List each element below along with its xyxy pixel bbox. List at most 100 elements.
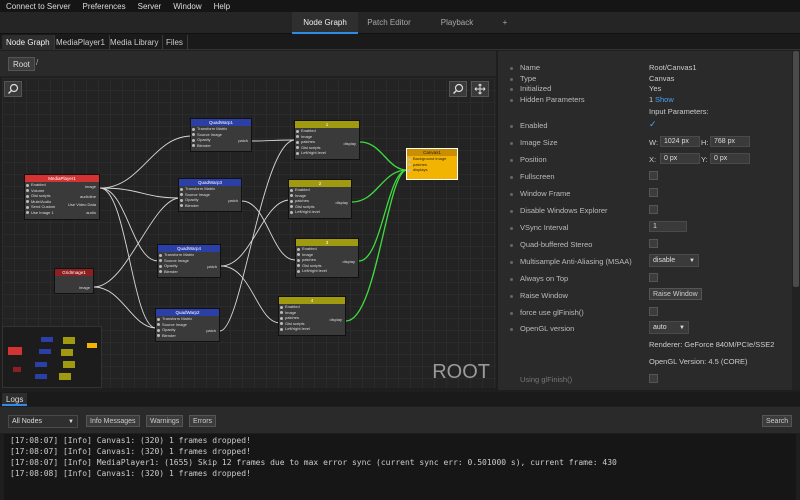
prop-using-glfinish-label: Using glFinish() [520, 375, 573, 384]
prop-dot [510, 193, 513, 196]
prop-msaa-value: disable [653, 257, 676, 264]
node-quadwarp1[interactable]: QuadWarp1 Transform Matrix Source Image … [190, 118, 252, 152]
zoom-out-icon[interactable] [4, 81, 22, 97]
node-output[interactable]: display [343, 141, 356, 146]
node-quadwarp2[interactable]: QuadWarp2 Transform Matrix Source Image … [155, 308, 220, 342]
tab-logs[interactable]: Logs [2, 393, 28, 406]
menu-connect[interactable]: Connect to Server [6, 2, 71, 11]
wire-d4-canvas [345, 169, 408, 322]
node-mediaplayer1[interactable]: MediaPlayer1 Enabled Volume Glsl scripts… [24, 174, 100, 220]
node-output[interactable]: audio [86, 210, 96, 215]
properties-panel: Name Root/Canvas1 Type Canvas Initialize… [498, 51, 800, 390]
errors-button[interactable]: Errors [189, 415, 217, 427]
node-display-1[interactable]: 1 Enabled Image patches Glsl scripts Lef… [294, 120, 360, 160]
prop-opengl-value: auto [653, 324, 667, 331]
subtab-media-library[interactable]: Media Library [106, 35, 164, 50]
breadcrumb-root[interactable]: Root [8, 57, 35, 71]
node-output[interactable]: display [335, 200, 348, 205]
prop-width-input[interactable]: 1024 px [660, 136, 700, 147]
raise-window-button[interactable]: Raise Window [649, 288, 702, 300]
logs-search-button[interactable]: Search [762, 415, 793, 427]
node-input: Source Image [156, 322, 219, 328]
prop-window-frame-checkbox[interactable] [649, 188, 658, 197]
logs-node-filter-select[interactable]: All Nodes ▼ [8, 415, 78, 428]
node-quadwarp4[interactable]: QuadWarp4 Transform Matrix Source Image … [157, 244, 221, 278]
node-gridimage1[interactable]: GridImage1 image [54, 268, 94, 294]
prop-x-input[interactable]: 0 px [660, 153, 700, 164]
tab-add[interactable]: + [502, 18, 508, 27]
log-line: [17:08:07] [Info] Canvas1: (320) 1 frame… [10, 447, 251, 456]
prop-vsync-input[interactable]: 1 [649, 221, 687, 232]
prop-fullscreen-label: Fullscreen [520, 172, 555, 181]
node-quadwarp3[interactable]: QuadWarp3 Transform Matrix Source Image … [178, 178, 242, 212]
node-output[interactable]: display [342, 259, 355, 264]
properties-scrollbar[interactable] [792, 51, 800, 390]
wire-qw4-d2 [220, 199, 291, 267]
subtab-node-graph[interactable]: Node Graph [2, 35, 55, 50]
prop-h-label: H: [701, 138, 709, 147]
logs-filter-value: All Nodes [12, 418, 42, 425]
prop-dot [510, 67, 513, 70]
logs-toolbar: All Nodes ▼ Info Messages Warnings Error… [0, 407, 800, 433]
node-display-4[interactable]: 4 Enabled Image patches Glsl scripts Lef… [278, 296, 346, 336]
subtab-files[interactable]: Files [162, 35, 188, 50]
node-output[interactable]: patch [206, 328, 216, 333]
prop-quad-stereo-checkbox[interactable] [649, 239, 658, 248]
log-line: [17:08:07] [Info] MediaPlayer1: (1655) S… [10, 458, 617, 467]
info-messages-button[interactable]: Info Messages [86, 415, 140, 427]
node-output[interactable]: patch [207, 264, 217, 269]
prop-height-input[interactable]: 768 px [710, 136, 750, 147]
node-input: Source Image [158, 258, 220, 264]
prop-using-glfinish-checkbox [649, 374, 658, 383]
node-display-3[interactable]: 3 Enabled Image patches Glsl scripts Lef… [295, 238, 359, 278]
prop-y-input[interactable]: 0 px [710, 153, 750, 164]
node-output[interactable]: image [85, 184, 96, 189]
node-output[interactable]: display [329, 317, 342, 322]
prop-enabled-checkbox[interactable]: ✓ [649, 119, 657, 129]
minimap-node [35, 374, 47, 379]
tab-playback[interactable]: Playback [440, 18, 474, 27]
prop-msaa-select[interactable]: disable ▼ [649, 254, 699, 267]
menu-server[interactable]: Server [137, 2, 162, 11]
minimap-node [39, 349, 51, 354]
prop-hidden-show-link[interactable]: Show [655, 95, 674, 104]
tab-patch-editor[interactable]: Patch Editor [367, 18, 411, 27]
node-output[interactable]: image [79, 285, 90, 290]
node-input: Left/right level [279, 326, 345, 332]
prop-always-top-checkbox[interactable] [649, 273, 658, 282]
node-canvas1[interactable]: Canvas1 Background image patches display… [406, 148, 458, 180]
node-input: Enabled [289, 187, 351, 193]
node-input: Glsl scripts [295, 145, 359, 151]
menu-help[interactable]: Help [213, 2, 231, 11]
node-title: 3 [296, 239, 358, 246]
node-output[interactable]: audioline [79, 194, 96, 199]
prop-glfinish-checkbox[interactable] [649, 307, 658, 316]
prop-opengl-select[interactable]: auto ▼ [649, 321, 689, 334]
chevron-down-icon: ▼ [68, 419, 74, 425]
menu-preferences[interactable]: Preferences [82, 2, 126, 11]
prop-disable-explorer-checkbox[interactable] [649, 205, 658, 214]
node-input: Volume [25, 188, 99, 194]
prop-dot [510, 88, 513, 91]
menu-window[interactable]: Window [173, 2, 202, 11]
prop-position-label: Position [520, 155, 547, 164]
subtab-mediaplayer1[interactable]: MediaPlayer1 [52, 35, 110, 50]
zoom-fit-icon[interactable] [449, 81, 467, 97]
logs-output[interactable]: [17:08:07] [Info] Canvas1: (320) 1 frame… [4, 434, 796, 500]
pan-move-icon[interactable] [471, 81, 489, 97]
scrollbar-thumb[interactable] [793, 51, 799, 287]
node-display-2[interactable]: 2 Enabled Image patches Glsl scripts Lef… [288, 179, 352, 219]
node-output[interactable]: Use Video Data [68, 202, 96, 207]
node-output[interactable]: patch [228, 198, 238, 203]
warnings-button[interactable]: Warnings [146, 415, 184, 427]
graph-minimap[interactable] [2, 326, 102, 388]
node-graph-canvas[interactable]: MediaPlayer1 Enabled Volume Glsl scripts… [2, 78, 496, 388]
prop-dot [510, 142, 513, 145]
prop-fullscreen-checkbox[interactable] [649, 171, 658, 180]
logs-tab-bar: Logs [0, 392, 800, 406]
node-output[interactable]: patch [238, 138, 248, 143]
node-input: Blender [179, 203, 241, 209]
main-tab-bar: Node Graph Patch Editor Playback + [0, 12, 800, 34]
tab-node-graph[interactable]: Node Graph [292, 12, 358, 34]
prop-dot [510, 261, 513, 264]
